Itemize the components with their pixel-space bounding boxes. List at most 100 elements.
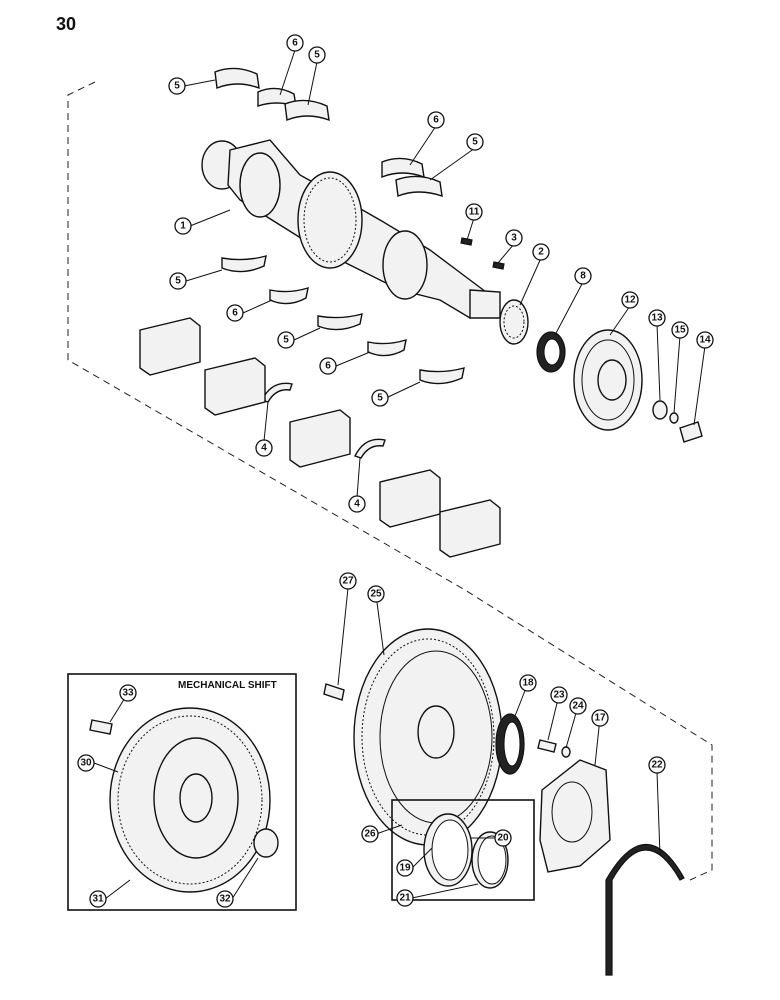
bolt-33 [89,719,113,735]
svg-text:8: 8 [580,271,586,282]
svg-text:5: 5 [377,393,383,404]
callout-22: 22 [648,756,666,774]
callout-13: 13 [648,309,666,327]
callout-33: 33 [119,684,137,702]
seal-kit-box [391,799,535,901]
svg-text:6: 6 [433,115,439,126]
svg-text:20: 20 [497,833,509,844]
svg-text:31: 31 [92,894,104,905]
callout-26: 26 [361,825,379,843]
svg-text:27: 27 [342,576,354,587]
washer-24 [561,746,571,758]
callout-30: 30 [77,754,95,772]
callout-6b: 6 [427,111,445,129]
svg-text:1: 1 [180,221,186,232]
callout-19: 19 [396,859,414,877]
svg-text:21: 21 [399,893,411,904]
washer-15 [669,412,679,424]
callout-23: 23 [550,686,568,704]
mechanical-shift-box [67,673,297,911]
callout-18: 18 [519,674,537,692]
callout-17: 17 [591,709,609,727]
svg-text:12: 12 [624,295,636,306]
svg-text:11: 11 [469,207,480,218]
washer-13 [652,400,668,420]
rear-seal [495,713,525,775]
svg-text:30: 30 [80,758,92,769]
bolt-14 [679,421,703,443]
svg-text:5: 5 [175,276,181,287]
thrust-washer-b [354,438,386,459]
svg-text:5: 5 [283,335,289,346]
callout-4b: 4 [348,495,366,513]
svg-text:6: 6 [292,38,298,49]
svg-text:5: 5 [472,137,478,148]
bolt-23 [537,739,557,753]
svg-text:14: 14 [699,335,711,346]
seal-housing [539,759,611,873]
svg-text:24: 24 [572,701,584,712]
crankshaft [201,139,501,319]
svg-text:2: 2 [538,247,544,258]
mechanical-shift-flywheel [109,707,271,893]
flywheel [353,628,503,846]
callout-11: 11 [465,203,483,221]
svg-text:5: 5 [314,50,320,61]
assembly-outline [67,81,713,881]
callout-5a: 5 [168,77,186,95]
callout-6d: 6 [319,357,337,375]
svg-text:3: 3 [511,233,517,244]
callout-6c: 6 [226,304,244,322]
callout-3: 3 [505,229,523,247]
svg-text:17: 17 [594,713,606,724]
callout-15: 15 [671,321,689,339]
callout-14: 14 [696,331,714,349]
svg-text:4: 4 [261,443,267,454]
svg-text:18: 18 [522,678,534,689]
svg-text:25: 25 [370,589,382,600]
callout-12: 12 [621,291,639,309]
svg-text:33: 33 [122,688,134,699]
svg-text:4: 4 [354,499,360,510]
svg-text:6: 6 [325,361,331,372]
callout-5e: 5 [277,331,295,349]
callout-5b: 5 [308,46,326,64]
svg-text:13: 13 [651,313,663,324]
svg-text:23: 23 [553,690,565,701]
upper-bearing-shells [214,67,443,198]
seal-kit-parts [423,813,509,889]
svg-text:5: 5 [174,81,180,92]
main-bearing-caps [139,317,501,558]
page-number: 30 [56,14,77,34]
callout-24: 24 [569,697,587,715]
leader-lines [93,49,706,900]
mechanical-shift-title: MECHANICAL SHIFT [178,680,277,691]
svg-text:19: 19 [399,863,411,874]
key-3 [492,261,505,270]
lower-bearing-shells [221,255,465,385]
callout-20: 20 [494,829,512,847]
svg-text:6: 6 [232,308,238,319]
svg-text:32: 32 [219,894,231,905]
crank-gear [499,299,529,345]
callout-21: 21 [396,889,414,907]
pulley [573,329,643,431]
callout-5c: 5 [466,133,484,151]
ring-32 [253,828,279,858]
gasket [605,843,685,976]
callout-1: 1 [174,217,192,235]
callout-31: 31 [89,890,107,908]
svg-text:15: 15 [674,325,686,336]
bolt-27 [323,683,345,701]
callout-6a: 6 [286,34,304,52]
callout-5f: 5 [371,389,389,407]
callout-8: 8 [574,267,592,285]
front-seal [536,331,566,373]
callout-25: 25 [367,585,385,603]
thrust-washer-a [261,382,293,403]
key-11 [460,237,473,246]
svg-text:22: 22 [651,760,663,771]
callout-5d: 5 [169,272,187,290]
callout-27: 27 [339,572,357,590]
